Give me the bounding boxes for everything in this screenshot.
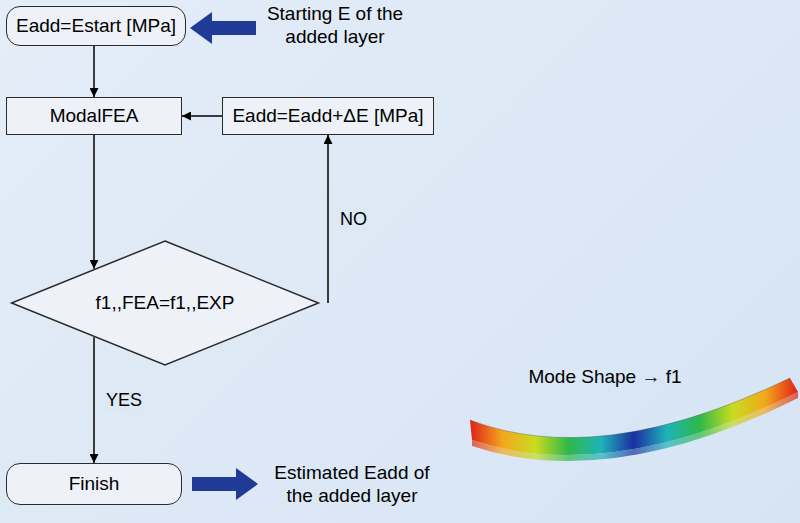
annotation: Mode Shape → f1 <box>515 366 695 389</box>
flow-arrow <box>327 135 329 303</box>
flow-arrow <box>93 135 95 269</box>
node-text: Eadd=Eadd+ΔE [MPa] <box>232 105 423 127</box>
flow-arrow <box>93 46 95 97</box>
edge-label: YES <box>104 390 144 411</box>
pointer-arrow <box>192 468 258 500</box>
start-box: Eadd=Estart [MPa] <box>6 6 186 46</box>
process-box: Eadd=Eadd+ΔE [MPa] <box>222 97 434 135</box>
node-text: f1,,FEA=f1,,EXP <box>96 292 235 314</box>
edge-label: NO <box>338 209 369 230</box>
diamond-shape <box>12 241 319 365</box>
flow-arrow <box>182 115 222 117</box>
annotation: Starting E of the added layer <box>260 3 410 49</box>
node-text: Eadd=Estart [MPa] <box>16 15 176 37</box>
flow-arrow <box>93 337 95 463</box>
node-text: Finish <box>69 473 120 495</box>
pointer-arrow <box>190 12 256 44</box>
annotation: Estimated Eadd of the added layer <box>262 462 442 508</box>
mode-shape-plate <box>470 378 798 461</box>
decision-diamond: f1,,FEA=f1,,EXP <box>10 240 320 366</box>
process-box: ModalFEA <box>6 97 182 135</box>
node-text: ModalFEA <box>50 105 139 127</box>
end-box: Finish <box>6 463 182 505</box>
